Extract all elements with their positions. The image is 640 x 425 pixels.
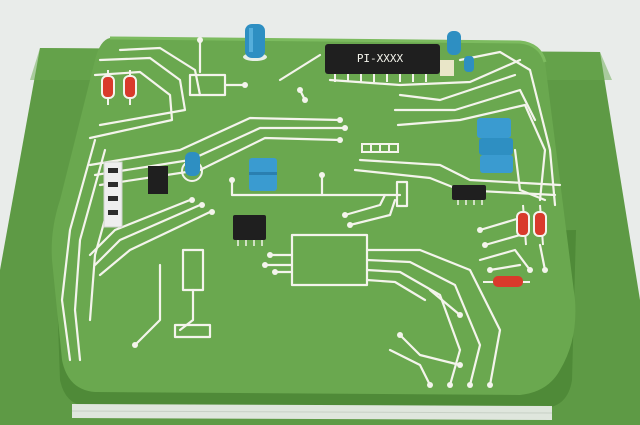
capacitor-block-center	[249, 158, 277, 191]
icing-pads	[132, 37, 548, 388]
resistor-pair-right	[516, 204, 547, 246]
transistor-chip	[148, 166, 168, 194]
capacitor-left	[181, 152, 203, 182]
capacitor-small-top-right	[447, 31, 474, 72]
resistor-horizontal	[483, 276, 530, 287]
connector-ladder	[361, 143, 399, 153]
crystal-pad	[440, 60, 454, 76]
icing-traces	[60, 38, 562, 387]
chip-marking: PI-XXXX	[357, 52, 404, 65]
capacitor-stack-right	[477, 118, 513, 173]
ic-chip-small-left	[233, 215, 266, 246]
ic-chip-large: PI-XXXX	[325, 44, 440, 82]
resistor-pair-top-left	[101, 70, 137, 105]
capacitor-tall	[243, 24, 267, 61]
ic-chip-small-right	[452, 185, 486, 205]
